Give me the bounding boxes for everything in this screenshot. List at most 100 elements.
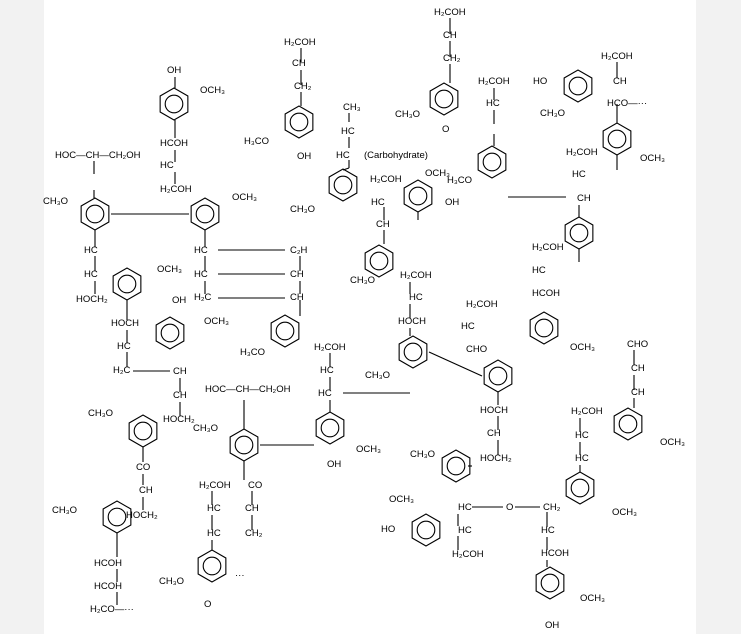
aromatic-ring — [398, 335, 428, 369]
label-c2h: C₂H — [290, 245, 308, 256]
label-h3co: H₃CO — [447, 175, 472, 186]
label-h3co: H₃CO — [244, 136, 269, 147]
label-och3: OCH₃ — [389, 494, 414, 505]
label-ch: CH — [443, 30, 457, 41]
aromatic-ring — [411, 513, 441, 547]
label-hc: HC — [207, 528, 221, 539]
bond — [428, 351, 483, 377]
label-hc: HC — [84, 245, 98, 256]
bond — [342, 167, 350, 171]
aromatic-ring-circle — [117, 274, 137, 294]
aromatic-ring — [441, 449, 471, 483]
label-h2coh: H₂COH — [284, 37, 316, 48]
aromatic-ring — [477, 145, 507, 179]
label-h2coh: H₂COH — [571, 406, 603, 417]
label-hcoh: HCOH — [94, 581, 122, 592]
label-hc: HC — [575, 453, 589, 464]
label-hc: HC — [486, 98, 500, 109]
label-hoch2: HOCH₂ — [163, 414, 195, 425]
label-hco-ch: HC — [461, 321, 475, 332]
figure-panel — [44, 0, 696, 634]
label-och3: OCH₃ — [157, 264, 182, 275]
label-carbohydrate: (Carbohydrate) — [364, 150, 428, 161]
label-h2coh: H₂COH — [199, 480, 231, 491]
aromatic-ring-circle — [482, 152, 502, 172]
label-och3: OCH₃ — [580, 593, 605, 604]
label-och3: OCH₃ — [356, 444, 381, 455]
aromatic-ring — [112, 267, 142, 301]
aromatic-ring-circle — [446, 456, 466, 476]
label-ch: CH — [631, 363, 645, 374]
aromatic-ring-circle — [333, 175, 353, 195]
aromatic-ring — [155, 316, 185, 350]
aromatic-ring-circle — [540, 573, 560, 593]
label-ch3o: CH₃O — [365, 370, 390, 381]
aromatic-ring — [197, 549, 227, 583]
label-och3: OCH₃ — [200, 85, 225, 96]
aromatic-ring-circle — [85, 204, 105, 224]
label-h2coh: H₂COH — [434, 7, 466, 18]
label-hoch2: HOCH₂ — [126, 510, 158, 521]
label-hc: HC — [320, 365, 334, 376]
bond-lines — [80, 18, 643, 605]
aromatic-ring — [364, 244, 394, 278]
aromatic-ring-circle — [569, 223, 589, 243]
aromatic-ring — [565, 471, 595, 505]
label-hoch: HOCH — [111, 318, 139, 329]
label-hc: HC — [458, 525, 472, 536]
label-ch: CH — [290, 292, 304, 303]
label-ch: CH — [631, 387, 645, 398]
label-hc: HC — [160, 160, 174, 171]
label-ch2: CH₂ — [294, 81, 312, 92]
label-h2coh: H₂COH — [370, 174, 402, 185]
aromatic-ring — [270, 314, 300, 348]
label-oh: OH — [327, 459, 341, 470]
label-ch3o: CH₃O — [159, 576, 184, 587]
aromatic-ring — [80, 197, 110, 231]
label-ch3o: CH₃O — [395, 109, 420, 120]
label-hco-dots: HCO—··· — [607, 98, 647, 109]
label-ch3o: CH₃O — [43, 196, 68, 207]
label-hc: HC — [572, 169, 586, 180]
label-ch: CH — [245, 503, 259, 514]
label-ch: CH — [613, 76, 627, 87]
aromatic-ring-circle — [488, 366, 508, 386]
aromatic-ring — [403, 179, 433, 213]
label-hc: HC — [84, 269, 98, 280]
aromatic-ring-circle — [160, 323, 180, 343]
label-hoch: HOCH — [480, 405, 508, 416]
aromatic-ring-circle — [164, 94, 184, 114]
aromatic-ring-circle — [534, 318, 554, 338]
label-ch: CH — [292, 58, 306, 69]
label-hc: HC — [194, 269, 208, 280]
aromatic-ring-circle — [403, 342, 423, 362]
label-h2coh: H₂COH — [466, 299, 498, 310]
label-hc: HC — [409, 292, 423, 303]
label-h3co: H₃CO — [240, 347, 265, 358]
label-o: O — [506, 502, 513, 513]
label-och3: OCH₃ — [425, 168, 450, 179]
label-ch3o: CH₃O — [88, 408, 113, 419]
label-ch: CH — [290, 269, 304, 280]
aromatic-ring — [229, 428, 259, 462]
aromatic-ring — [190, 197, 220, 231]
label-oh: OH — [297, 151, 311, 162]
label-ho: HO — [533, 76, 547, 87]
aromatic-ring-circle — [195, 204, 215, 224]
label-ch3o: CH₃O — [540, 108, 565, 119]
label-hc: HC — [117, 341, 131, 352]
aromatic-ring-circle — [133, 421, 153, 441]
label-hcoh: HCOH — [160, 138, 188, 149]
aromatic-ring — [613, 407, 643, 441]
label-co: CO — [136, 462, 150, 473]
label-hc: HC — [341, 126, 355, 137]
aromatic-ring — [563, 69, 593, 103]
label-oh: OH — [172, 295, 186, 306]
aromatic-ring-circle — [107, 507, 127, 527]
aromatic-ring-circle — [570, 478, 590, 498]
label-ch2: CH₂ — [543, 502, 561, 513]
aromatic-ring — [602, 122, 632, 156]
aromatic-ring-circle — [369, 251, 389, 271]
aromatic-ring — [483, 359, 513, 393]
label-ch: CH — [173, 366, 187, 377]
